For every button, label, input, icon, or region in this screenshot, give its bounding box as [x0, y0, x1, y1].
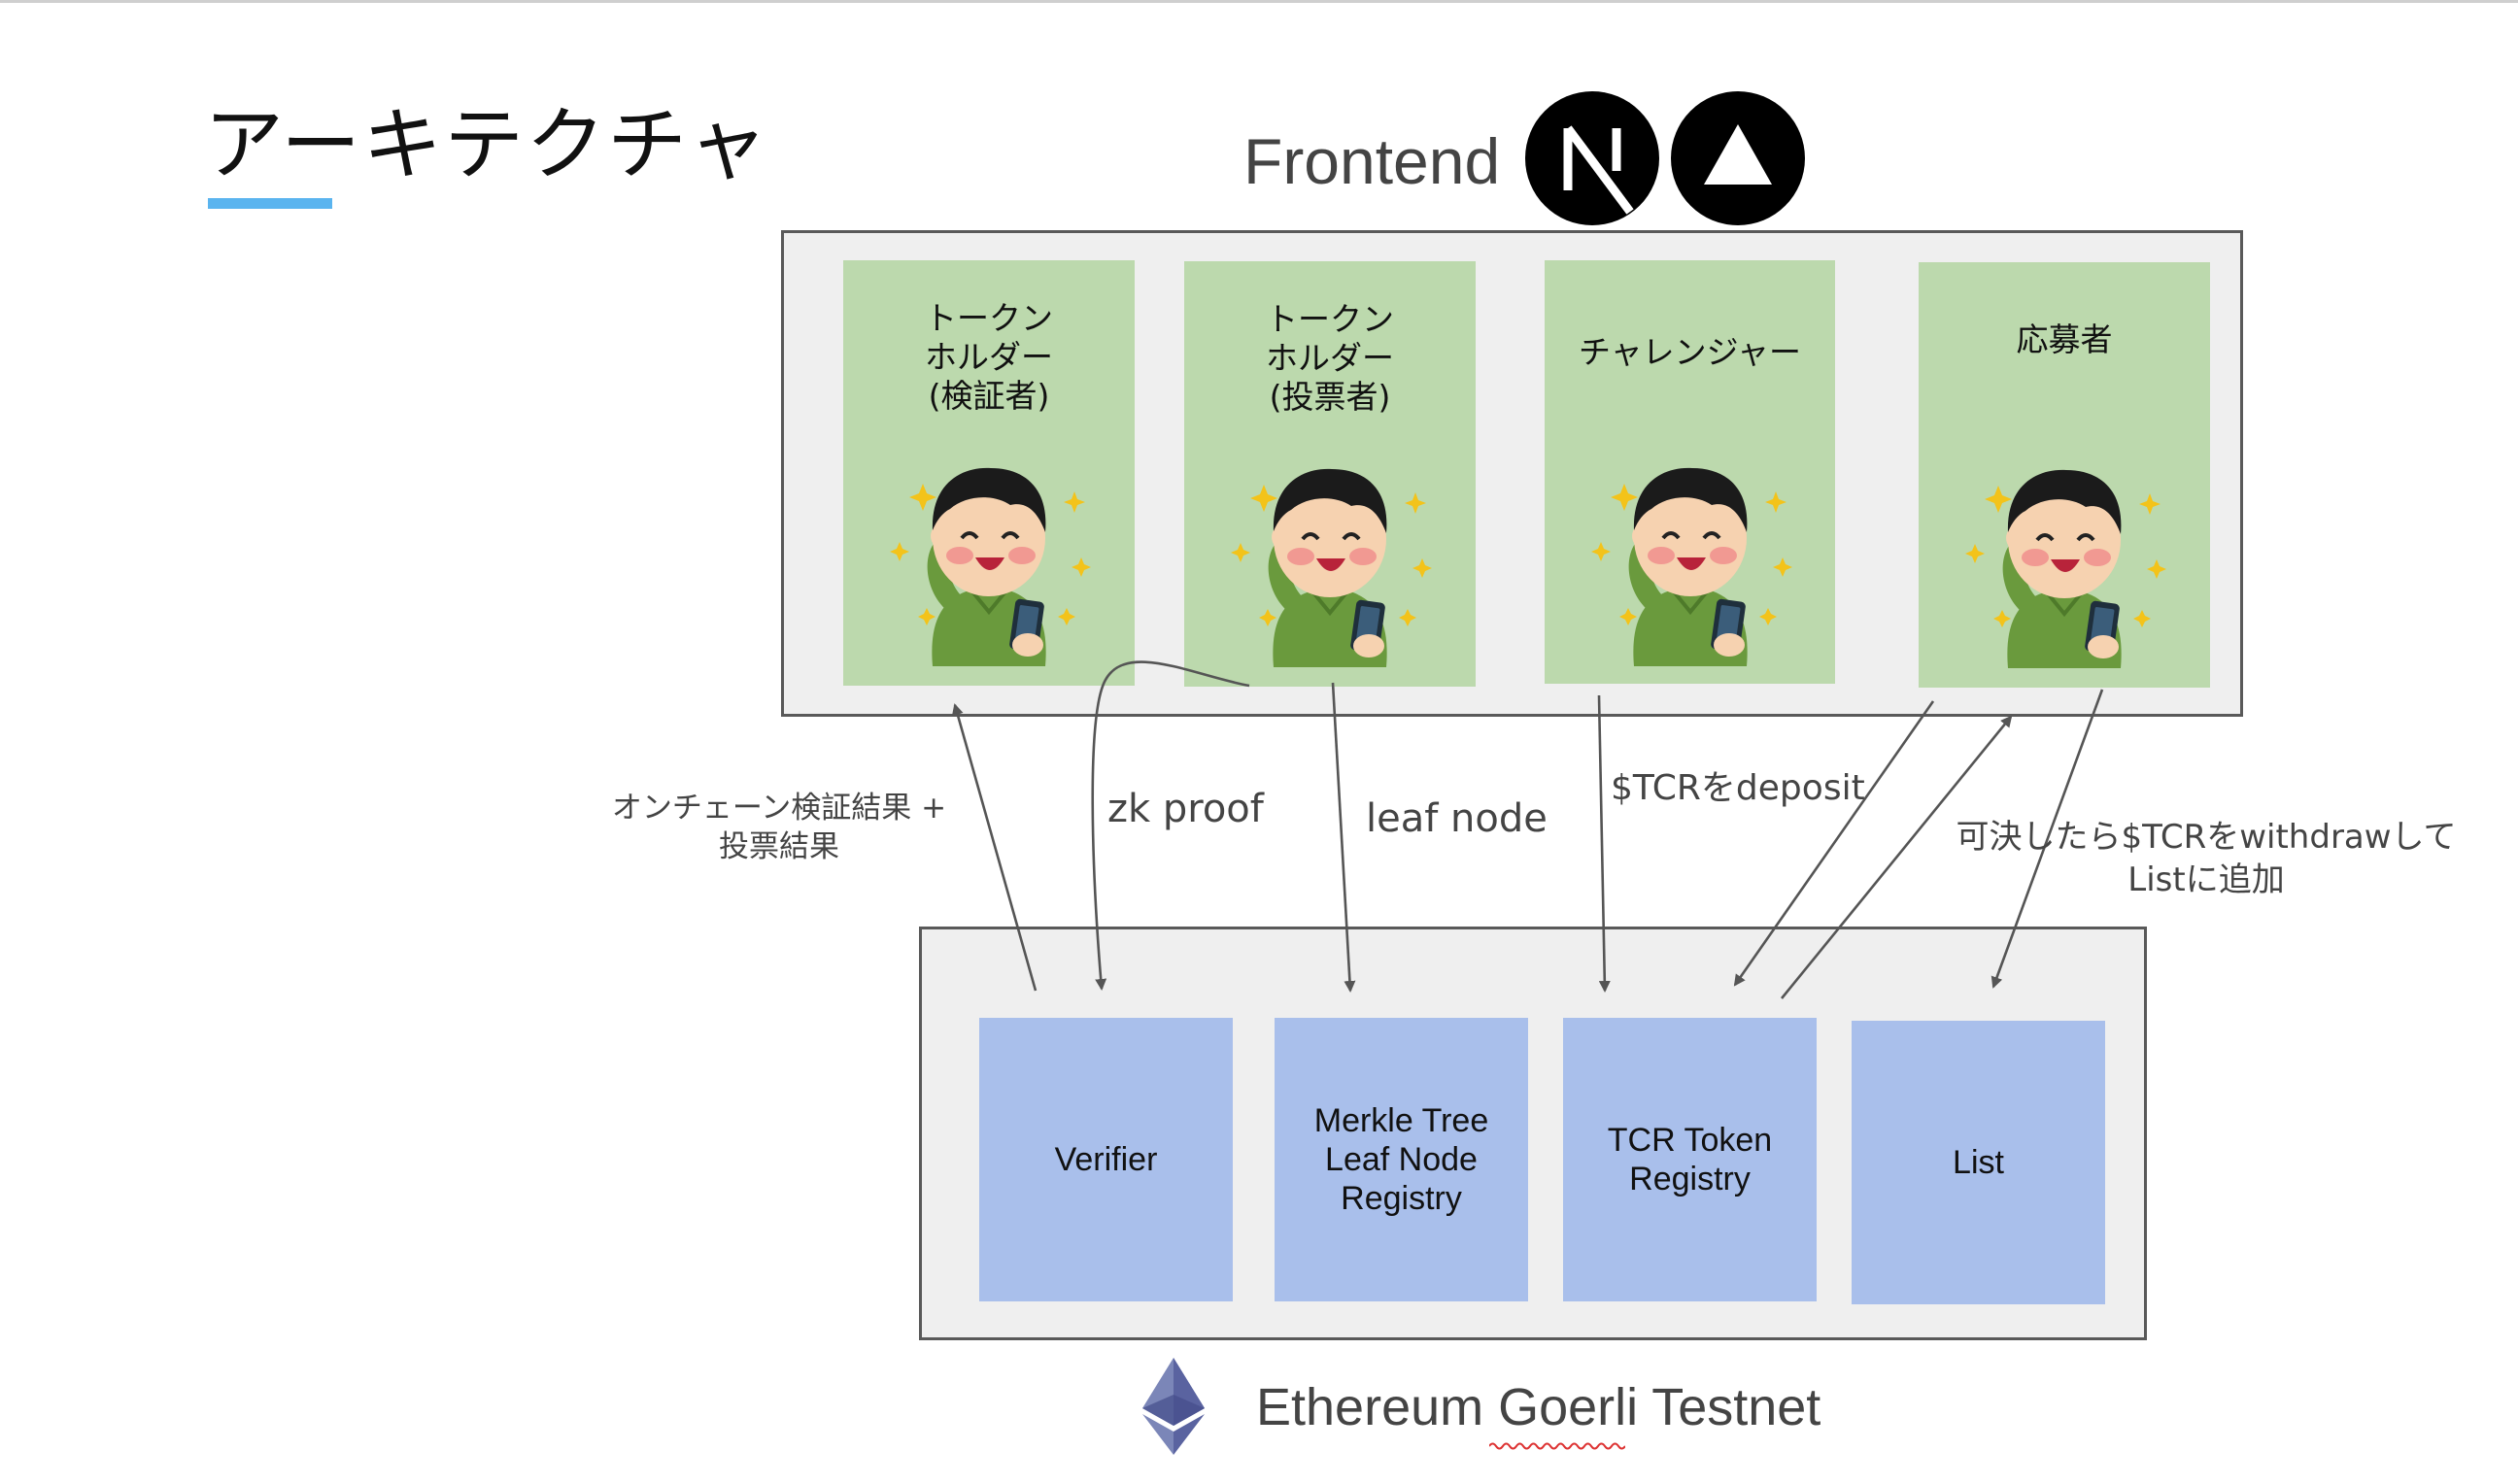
actor-card: 応募者	[1919, 262, 2210, 688]
arrow-deposit	[1597, 694, 1611, 993]
contract-box: TCR Token Registry	[1563, 1018, 1817, 1301]
arrow-leaf-node	[1331, 682, 1356, 993]
ethereum-icon	[1142, 1358, 1205, 1455]
slide-title: アーキテクチャ	[204, 99, 770, 191]
spellcheck-underline	[1489, 1442, 1625, 1450]
arrow-verification-result	[951, 703, 1038, 992]
person-illustration-icon	[1591, 467, 1792, 666]
arrow-registry-to-applicant	[1780, 715, 2013, 999]
contract-box: List	[1852, 1021, 2105, 1304]
contract-label: List	[1953, 1144, 2004, 1181]
top-border	[0, 0, 2518, 3]
arrow-zk-proof	[1091, 660, 1250, 991]
vercel-icon	[1671, 91, 1805, 225]
arrow-applicant-to-registry	[1733, 700, 1935, 987]
actor-label: チャレンジャー	[1578, 333, 1802, 371]
title-underline	[208, 198, 332, 209]
network-label: Ethereum Goerli Testnet	[1256, 1378, 1821, 1436]
person-illustration-icon	[1965, 469, 2166, 668]
person-illustration-icon	[890, 467, 1091, 666]
nextjs-icon	[1525, 91, 1659, 225]
contract-label: Merkle Tree Leaf Node Registry	[1313, 1102, 1489, 1217]
contract-label: Verifier	[1054, 1141, 1158, 1178]
label-verification-result: オンチェーン検証結果 + 投票結果	[611, 791, 947, 864]
actor-card: トークン ホルダー (検証者)	[843, 260, 1135, 686]
contract-box: Verifier	[979, 1018, 1233, 1301]
contract-box: Merkle Tree Leaf Node Registry	[1275, 1018, 1528, 1301]
label-leaf-node: leaf node	[1366, 796, 1548, 841]
contract-label: TCR Token Registry	[1607, 1122, 1773, 1197]
label-zk-proof: zk proof	[1107, 787, 1264, 831]
arrow-applicant-to-list	[1991, 689, 2104, 989]
actor-card: チャレンジャー	[1545, 260, 1835, 684]
actor-card: トークン ホルダー (投票者)	[1184, 261, 1476, 687]
frontend-label: Frontend	[1243, 125, 1501, 197]
person-illustration-icon	[1231, 468, 1432, 667]
actor-label: トークン ホルダー (検証者)	[925, 299, 1053, 415]
label-deposit: $TCRをdeposit	[1611, 768, 1865, 808]
actor-label: 応募者	[2016, 320, 2113, 358]
label-withdraw: 可決したら$TCRをwithdrawして Listに追加	[1956, 818, 2457, 899]
actor-label: トークン ホルダー (投票者)	[1266, 300, 1394, 416]
